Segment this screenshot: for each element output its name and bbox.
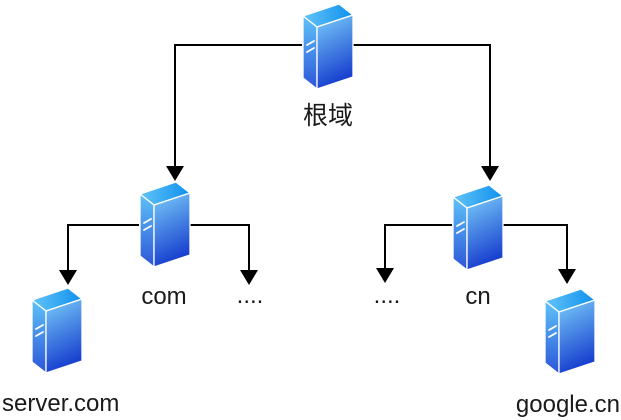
edge-line — [384, 224, 452, 268]
edge-line — [189, 224, 250, 270]
arrowhead-icon — [376, 268, 394, 283]
edge-line — [352, 44, 491, 166]
edge-cn-to-google-cn — [502, 224, 576, 284]
arrowhead-icon — [166, 166, 184, 181]
edge-line — [67, 224, 139, 270]
cn-server-icon — [452, 184, 504, 271]
cn-node-label: cn — [465, 283, 491, 310]
com-node-label: com — [141, 283, 187, 310]
edge-cn-to-ellipsis-right — [376, 224, 452, 283]
edge-com-to-ellipsis-left — [189, 224, 258, 285]
edge-com-to-server-com — [59, 224, 139, 285]
server-com-server-icon — [31, 287, 83, 374]
google-cn-server-icon — [544, 288, 596, 375]
edge-root-to-com — [166, 44, 302, 181]
edge-root-to-cn — [352, 44, 499, 181]
root-server-icon — [302, 3, 354, 90]
com-server-icon — [139, 181, 191, 268]
arrowhead-icon — [240, 270, 258, 285]
edge-line — [174, 44, 302, 166]
google-cn-node-label: google.cn — [515, 391, 620, 418]
arrowhead-icon — [558, 269, 576, 284]
arrowhead-icon — [481, 166, 499, 181]
edge-line — [502, 224, 568, 269]
ellipsis-right-label: .... — [373, 282, 401, 309]
ellipsis-left-label: .... — [236, 282, 264, 309]
arrowhead-icon — [59, 270, 77, 285]
server-com-node-label: server.com — [2, 390, 120, 417]
root-node-label: 根域 — [302, 102, 354, 130]
